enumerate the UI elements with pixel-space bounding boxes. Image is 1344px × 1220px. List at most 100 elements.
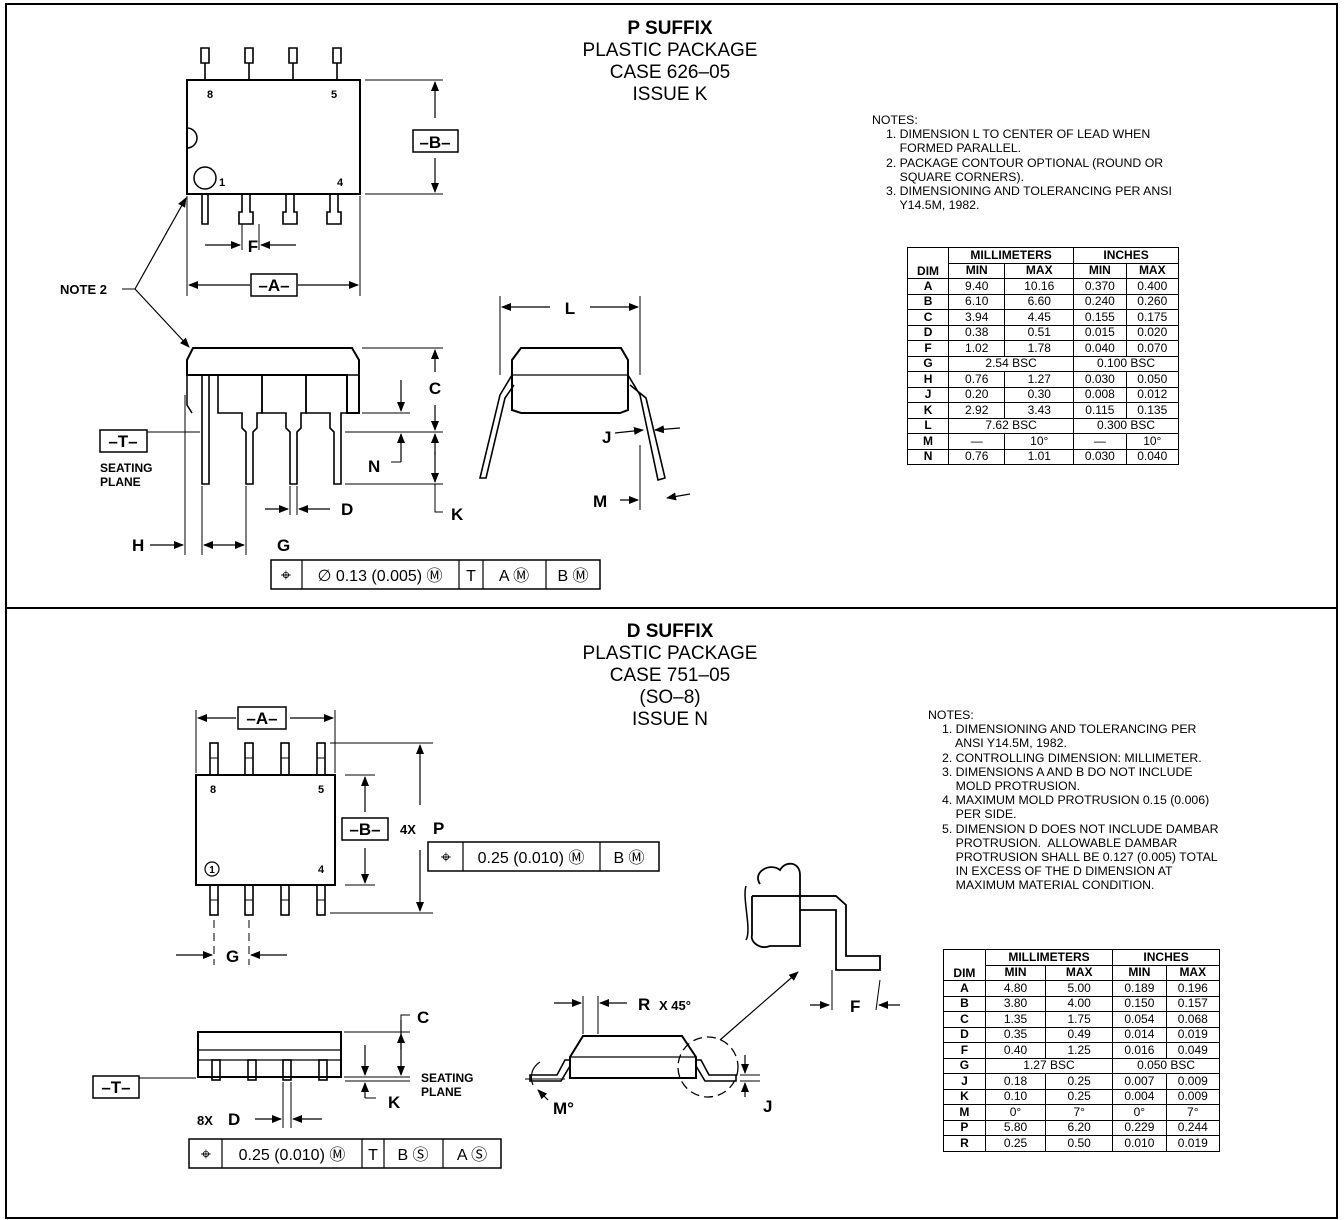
p-note-line: 3. DIMENSIONING AND TOLERANCING PER ANSI <box>886 184 1172 199</box>
d-tolerance-frame-d: ⌖ 0.25 (0.010) Ⓜ T B Ⓢ A Ⓢ <box>188 1138 502 1169</box>
d-note-line: 2. CONTROLLING DIMENSION: MILLIMETER. <box>942 750 1202 765</box>
d-tolerance-datum: T <box>368 1147 378 1164</box>
sub-header: MIN <box>1073 262 1127 279</box>
d-note-line: PROTRUSION SHALL BE 0.127 (0.005) TOTAL <box>942 850 1218 865</box>
value-cell: 4.80 <box>984 980 1047 997</box>
p-tolerance-frame: ⌖ ∅ 0.13 (0.005) Ⓜ T A Ⓜ B Ⓜ <box>270 559 601 590</box>
d-side-view: C K SEATING PLANE –T– 8X D <box>92 1008 473 1129</box>
value-cell: 0.155 <box>1073 309 1127 326</box>
d-datum-t: –T– <box>101 1078 130 1097</box>
value-cell: 9.40 <box>948 278 1006 295</box>
group-header: INCHES <box>1112 949 1220 966</box>
d-pin-label: 4 <box>318 864 325 876</box>
d-dim-d: D <box>228 1110 240 1129</box>
p-datum-b: –B– <box>419 133 450 152</box>
value-cell: 0.30 <box>1004 386 1075 403</box>
p-note-line: 1. DIMENSION L TO CENTER OF LEAD WHEN <box>886 127 1151 142</box>
value-cell: 0.20 <box>948 386 1006 403</box>
d-4x-label: 4X <box>400 822 416 837</box>
value-cell: 0.009 <box>1165 1088 1221 1105</box>
group-header: MILLIMETERS <box>984 949 1114 966</box>
value-cell: 7.62 BSC <box>948 417 1075 434</box>
value-cell: 1.01 <box>1004 448 1075 465</box>
p-title-line: PLASTIC PACKAGE <box>582 40 758 61</box>
d-note-line: 5. DIMENSION D DOES NOT INCLUDE DAMBAR <box>942 821 1219 836</box>
d-note-line: PER SIDE. <box>942 807 1017 822</box>
position-tolerance-icon: ⌖ <box>441 847 451 867</box>
p-dim-j: J <box>602 428 611 447</box>
value-cell: 0.40 <box>984 1042 1047 1059</box>
dim-cell: N <box>906 448 950 465</box>
d-note-line: MAXIMUM MATERIAL CONDITION. <box>942 878 1155 893</box>
p-note-line: SQUARE CORNERS). <box>886 169 1025 184</box>
d-note-line: ANSI Y14.5M, 1982. <box>942 736 1067 751</box>
p-dim-l: L <box>565 299 575 318</box>
value-cell: 10° <box>1004 433 1075 450</box>
p-note-line: 2. PACKAGE CONTOUR OPTIONAL (ROUND OR <box>886 155 1164 170</box>
d-dim-x45: X 45° <box>659 998 691 1013</box>
p-title: P SUFFIX PLASTIC PACKAGE CASE 626–05 ISS… <box>540 18 800 106</box>
p-dim-c: C <box>429 379 441 398</box>
d-notes: NOTES: 1. DIMENSIONING AND TOLERANCING P… <box>928 708 1219 893</box>
value-cell: 0.010 <box>1112 1135 1167 1152</box>
d-title-line: PLASTIC PACKAGE <box>582 643 758 664</box>
dim-cell: R <box>943 1135 986 1152</box>
p-dim-f: F <box>248 237 258 256</box>
d-title-line: (SO–8) <box>639 687 701 708</box>
p-side-view: C N K D –T– SEATING PLANE H G <box>99 347 464 555</box>
p-pin-label: 1 <box>219 177 225 189</box>
d-dim-p: P <box>433 819 444 838</box>
d-dim-f: F <box>850 997 860 1016</box>
value-cell: 0.050 BSC <box>1112 1057 1220 1074</box>
value-cell: 0.49 <box>1045 1026 1114 1043</box>
p-tolerance-value: ∅ 0.13 (0.005) Ⓜ <box>317 567 442 585</box>
d-dim-j: J <box>763 1097 772 1116</box>
p-pin-label: 5 <box>331 89 337 101</box>
sub-header: MIN <box>984 964 1047 981</box>
d-note-line: 4. MAXIMUM MOLD PROTRUSION 0.15 (0.006) <box>942 793 1210 808</box>
p-seating-label: PLANE <box>100 475 141 489</box>
d-tolerance-datum: B Ⓢ <box>397 1146 428 1164</box>
p-dim-h: H <box>132 536 144 555</box>
p-dim-d: D <box>341 500 353 519</box>
d-tolerance-value: 0.25 (0.010) Ⓜ <box>478 849 585 867</box>
d-notes-heading: NOTES: <box>928 708 974 722</box>
p-title-line: P SUFFIX <box>627 18 713 39</box>
d-title-line: D SUFFIX <box>626 621 714 642</box>
p-tolerance-datum: A Ⓜ <box>499 567 529 585</box>
table-row: M—10°—10° <box>906 433 1180 450</box>
value-cell: 0.175 <box>1125 309 1180 326</box>
d-dim-k: K <box>388 1093 401 1112</box>
d-tolerance-datum: B Ⓜ <box>613 849 644 867</box>
d-dim-m: M° <box>553 1099 574 1118</box>
dim-cell: L <box>906 417 950 434</box>
d-title: D SUFFIX PLASTIC PACKAGE CASE 751–05 (SO… <box>540 621 800 731</box>
d-datum-b: –B– <box>349 820 380 839</box>
d-lead-detail: F <box>744 862 900 1016</box>
d-end-view: R X 45° M° J <box>525 971 799 1118</box>
value-cell: 0.019 <box>1165 1135 1221 1152</box>
p-title-line: ISSUE K <box>632 84 708 105</box>
value-cell: 0.030 <box>1073 448 1127 465</box>
value-cell: 1.27 BSC <box>984 1057 1114 1074</box>
p-tolerance-datum: T <box>466 568 476 585</box>
p-note-line: FORMED PARALLEL. <box>886 141 1022 156</box>
d-dim-c: C <box>417 1008 429 1027</box>
p-top-view: 8 5 1 4 –B– F –A– NOTE 2 <box>60 47 459 348</box>
d-8x-label: 8X <box>197 1113 213 1128</box>
d-seating-label: PLANE <box>421 1085 462 1099</box>
d-title-line: ISSUE N <box>631 709 709 730</box>
dim-header: DIM <box>943 949 986 981</box>
value-cell: 2.54 BSC <box>948 355 1075 372</box>
d-pin-label: 8 <box>210 784 216 796</box>
